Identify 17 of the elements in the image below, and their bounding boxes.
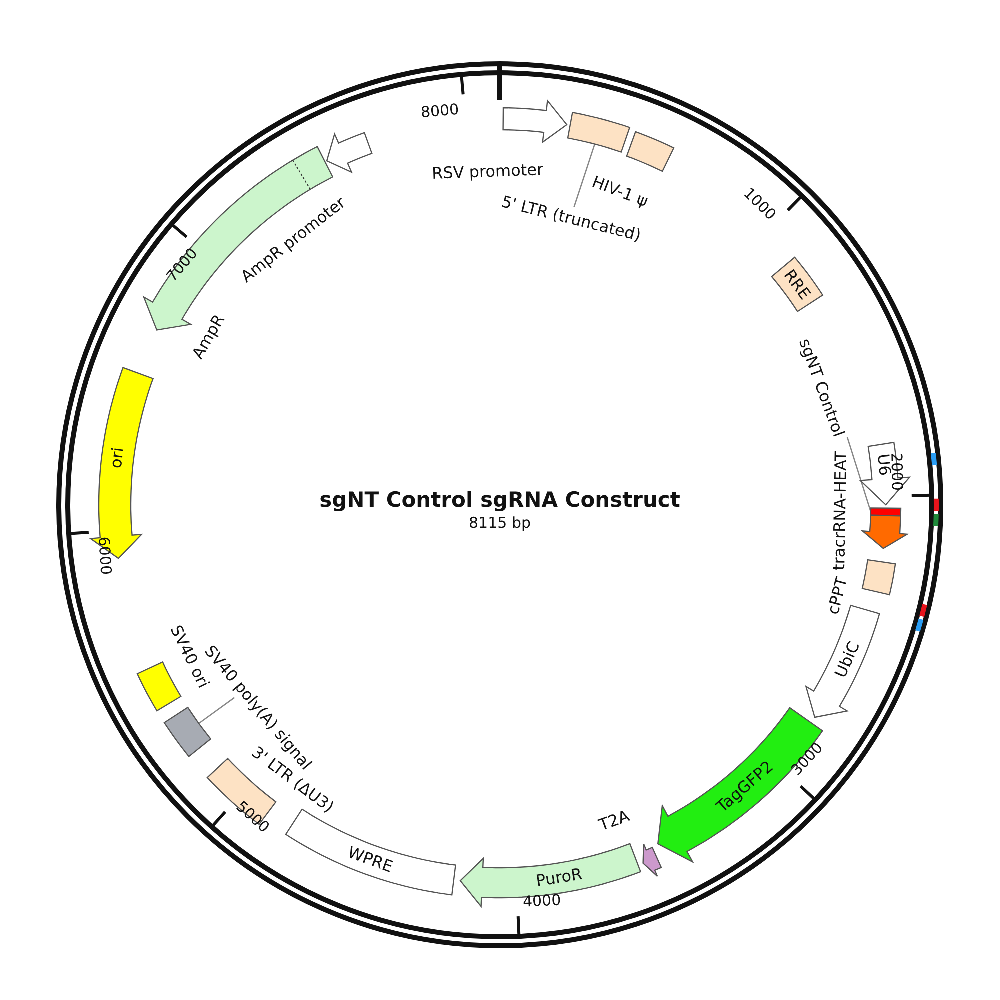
- leader-line: [574, 144, 596, 208]
- feature-label: cPPT: [824, 574, 852, 616]
- feature-label: ori: [108, 446, 128, 470]
- tick-label: 6000: [95, 536, 116, 576]
- feature-label: RSV promoter: [432, 161, 544, 184]
- feature-label: T2A: [597, 807, 632, 834]
- diagram-title: sgNT Control sgRNA Construct: [320, 488, 680, 512]
- feature-label: WPRE: [346, 844, 396, 877]
- feature-label: HIV-1 ψ: [590, 173, 651, 212]
- tick-label: 8000: [420, 100, 460, 122]
- tick-label: 4000: [522, 890, 562, 911]
- feature-label: tracrRNA-HEAT: [830, 451, 852, 571]
- sequence-length: 8115 bp: [469, 514, 531, 532]
- leader-line: [198, 697, 236, 724]
- feature-label: PuroR: [534, 866, 584, 891]
- feature-label: UbiC: [832, 638, 864, 680]
- leader-line: [846, 437, 872, 512]
